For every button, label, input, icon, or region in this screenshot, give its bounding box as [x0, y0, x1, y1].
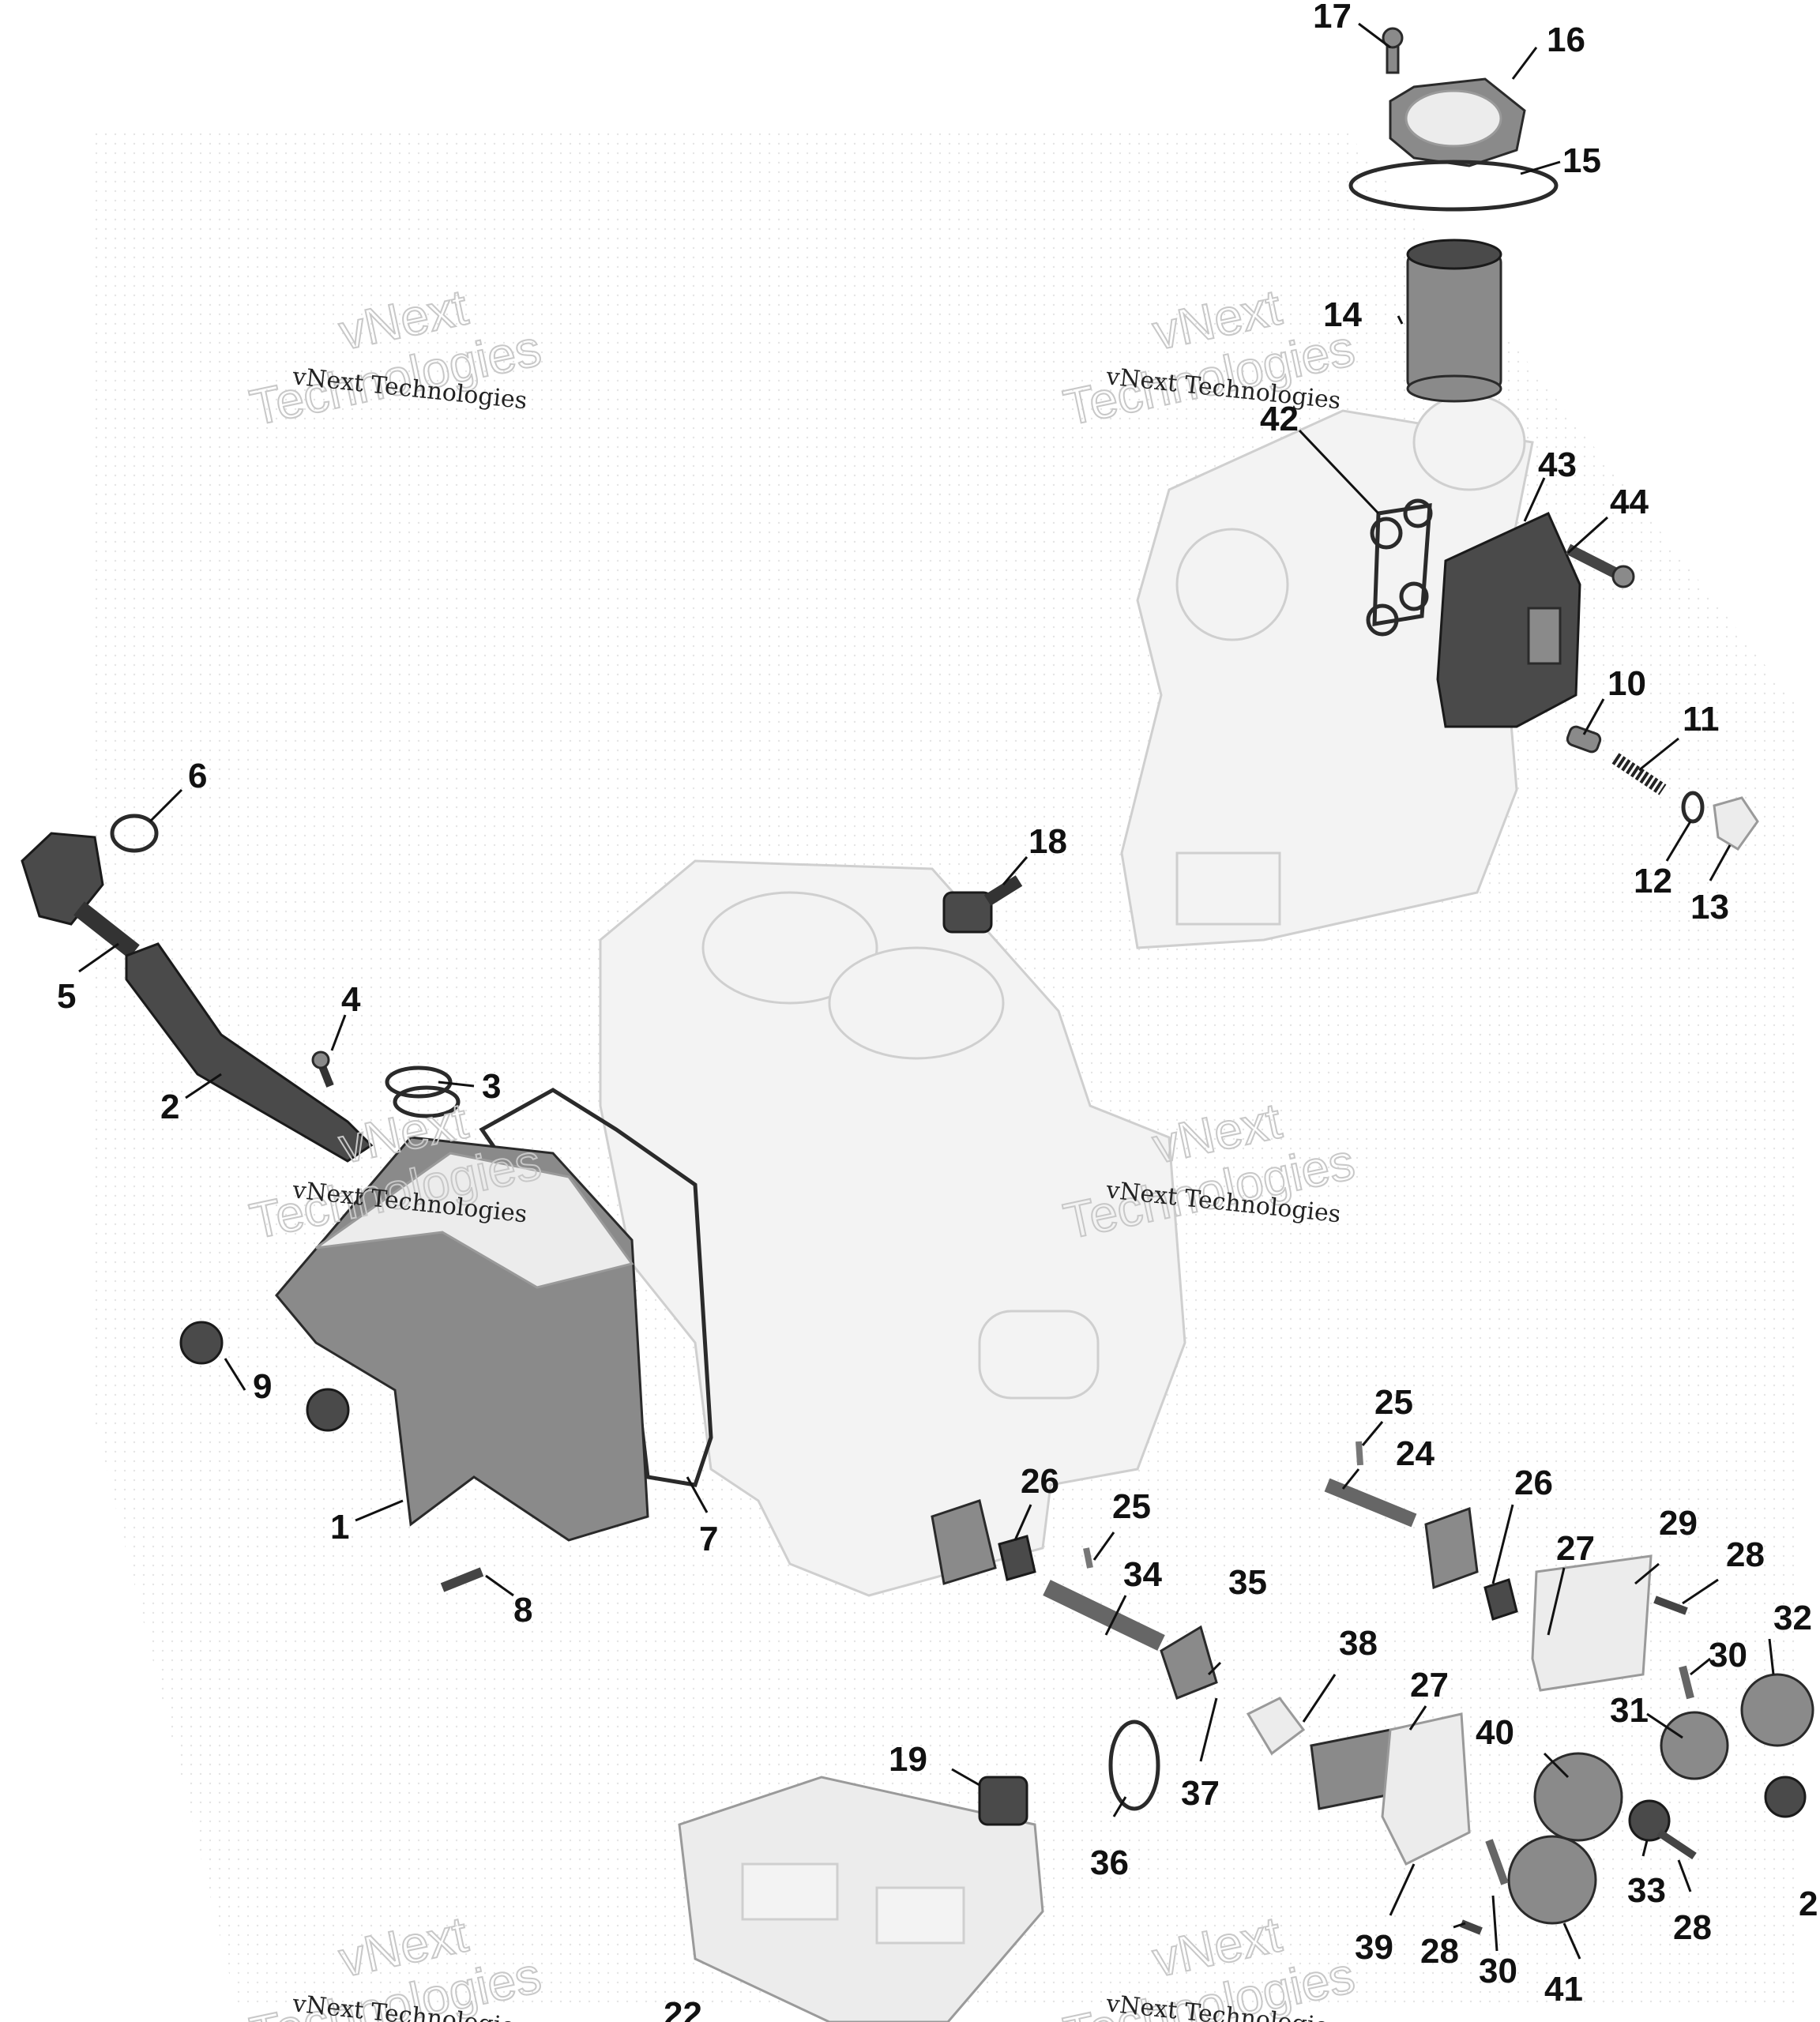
callout-label: 38	[1339, 1624, 1378, 1663]
callout-label: 40	[1476, 1713, 1514, 1752]
callout-label: 6	[188, 757, 207, 795]
callout-label: 1	[330, 1508, 349, 1547]
callout-label: 15	[1562, 141, 1601, 180]
callout-labels: 17 16 15 14 42 43 44 10 11 12 13 6 18 5 …	[57, 0, 1818, 2022]
callout-label: 8	[513, 1591, 532, 1629]
callout-label: 19	[889, 1740, 927, 1779]
callout-label: 2	[160, 1088, 179, 1126]
callout-label: 43	[1538, 445, 1577, 484]
callout-label: 33	[1627, 1871, 1666, 1910]
callout-label: 39	[1355, 1928, 1393, 1967]
callout-label: 25	[1112, 1487, 1151, 1526]
callout-label: 28	[1726, 1535, 1765, 1574]
callout-label: 26	[1021, 1462, 1059, 1501]
oil-cooler-part	[1436, 512, 1581, 728]
watermark-5: Technologies vNext vNext Technologies	[244, 1904, 546, 2022]
callout-label: 41	[1544, 1970, 1583, 2009]
callout-label: 30	[1479, 1952, 1517, 1990]
callout-label: 7	[699, 1520, 718, 1558]
callout-label: 25	[1374, 1383, 1413, 1422]
sensor-part-18	[942, 875, 1023, 934]
filter-cap-part	[1382, 27, 1526, 167]
callout-label: 13	[1690, 888, 1729, 926]
callout-label: 22	[664, 1995, 702, 2022]
pump-housing-part	[678, 1776, 1044, 2022]
callout-label: 44	[1610, 483, 1649, 521]
callout-label: 29	[1659, 1504, 1698, 1543]
callout-label: 26	[1514, 1464, 1553, 1502]
leader-lines	[78, 22, 1775, 1960]
callout-label: 5	[57, 977, 76, 1016]
crankcase-cover-ghost	[1120, 393, 1534, 949]
callout-label: 32	[1773, 1599, 1812, 1637]
callout-label: 36	[1090, 1843, 1129, 1882]
bolt-part-44	[1565, 543, 1635, 588]
callout-label: 34	[1123, 1555, 1162, 1594]
callout-label: 11	[1683, 700, 1720, 739]
callout-label: 27	[1556, 1529, 1595, 1568]
callout-label: 10	[1608, 664, 1646, 703]
oil-filter-part	[1406, 239, 1502, 403]
callout-label: 37	[1181, 1774, 1220, 1813]
gasket-part-42	[1366, 498, 1433, 637]
callout-label: 27	[1410, 1666, 1449, 1704]
callout-label: 28	[1420, 1932, 1459, 1971]
callout-label: 24	[1396, 1434, 1435, 1473]
callout-label: 12	[1634, 862, 1672, 900]
dipstick-assembly	[21, 814, 461, 1163]
callout-label: 3	[482, 1067, 501, 1106]
engine-block-ghost	[599, 859, 1186, 1597]
callout-label: 28	[1673, 1908, 1712, 1947]
callout-label: 18	[1028, 822, 1067, 861]
callout-label: 35	[1228, 1563, 1267, 1602]
watermark-6: Technologies vNext vNext Technologies	[1058, 1904, 1359, 2022]
callout-label: 14	[1323, 295, 1362, 334]
callout-label: 42	[1260, 400, 1299, 438]
pressure-relief-parts	[1566, 725, 1759, 851]
callout-label: 2	[1799, 1885, 1818, 1923]
oil-pan-part	[179, 1088, 713, 1592]
callout-label: 31	[1610, 1691, 1649, 1730]
callout-label: 17	[1313, 0, 1352, 36]
callout-label: 4	[341, 980, 361, 1019]
o-ring-part-15	[1348, 160, 1559, 212]
callout-label: 9	[253, 1367, 272, 1406]
callout-label: 16	[1547, 21, 1585, 59]
callout-label: 30	[1709, 1636, 1747, 1674]
screen-part-19	[978, 1776, 1028, 1826]
